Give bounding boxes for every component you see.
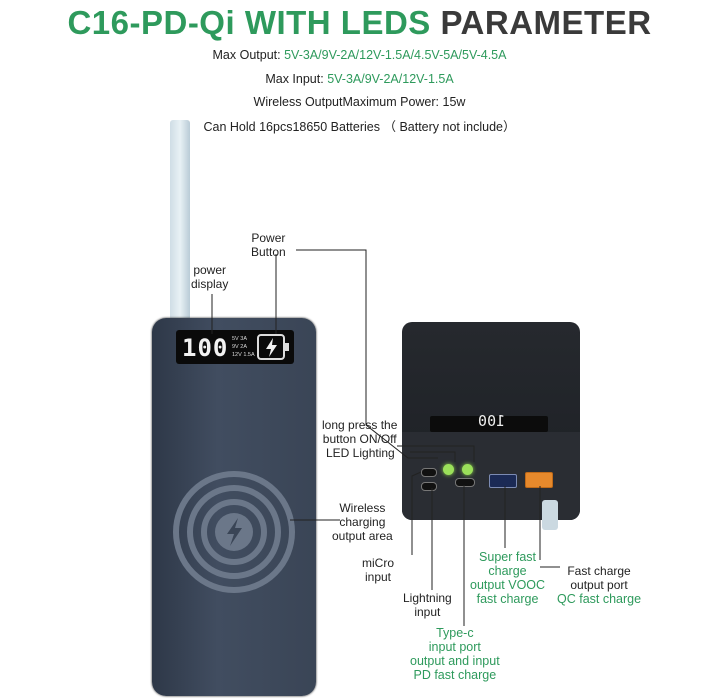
display-output-list: 5V 3A 9V 2A 12V 1.5A [232, 336, 255, 358]
callout-micro-input: miCro input [362, 556, 394, 584]
power-display-digits: 100 [182, 334, 229, 362]
led-indicator-1 [443, 464, 454, 475]
callout-power-button: Power Button [251, 231, 286, 259]
title-leds: WITH LEDS [244, 4, 431, 41]
spec-wireless: Wireless OutputMaximum Power: 15w [253, 95, 466, 109]
charging-cable [542, 500, 558, 530]
power-button-icon[interactable] [257, 333, 291, 361]
callout-type-c: Type-c input port output and input PD fa… [410, 626, 500, 682]
spec-max-output: Max Output: 5V-3A/9V-2A/12V-1.5A/4.5V-5A… [212, 48, 507, 62]
usb-qc-port[interactable] [525, 472, 553, 488]
micro-port[interactable] [421, 468, 437, 477]
callout-long-press: long press the button ON/Off [322, 418, 398, 446]
type-c-port[interactable] [455, 478, 475, 487]
title-parameter: PARAMETER [440, 4, 652, 41]
back-display-screen [430, 416, 548, 432]
title-model: C16-PD-Qi [67, 4, 236, 41]
spec-batteries: Can Hold 16pcs18650 Batteries （ Battery … [203, 120, 516, 134]
lightning-port[interactable] [421, 482, 437, 491]
callout-wireless: Wireless charging output area [332, 501, 393, 543]
callout-lightning-input: Lightning input [403, 591, 452, 619]
callout-fast-charge: Fast charge output port QC fast charge [557, 564, 642, 606]
callout-led-lighting: LED Lighting [326, 446, 395, 460]
callout-super-fast: Super fast charge output VOOC fast charg… [470, 550, 546, 606]
usb-cable [170, 120, 190, 320]
spec-max-input: Max Input: 5V-3A/9V-2A/12V-1.5A [265, 72, 454, 86]
wireless-charging-icon [173, 471, 295, 593]
callout-power-display: power display [191, 263, 229, 291]
usb-vooc-port[interactable] [489, 474, 517, 488]
page-title: C16-PD-Qi WITH LEDS PARAMETER [0, 4, 719, 42]
led-indicator-2 [462, 464, 473, 475]
